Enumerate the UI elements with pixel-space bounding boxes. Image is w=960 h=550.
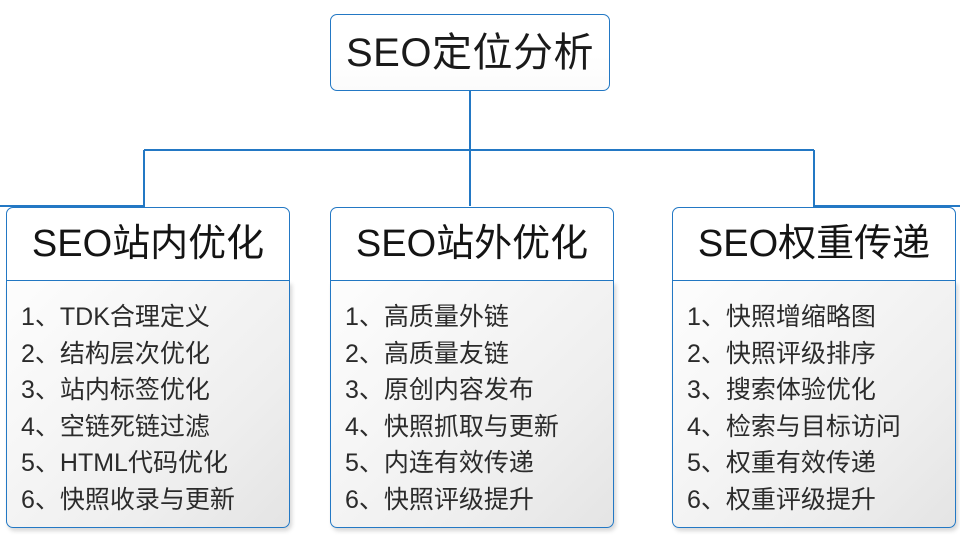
list-item: 5、权重有效传递 <box>687 449 876 477</box>
branch-column-1: SEO站内优化 1、TDK合理定义 2、结构层次优化 3、站内标签优化 4、空链… <box>6 207 290 528</box>
root-node[interactable]: SEO定位分析 <box>330 14 610 91</box>
list-item: 4、空链死链过滤 <box>21 412 210 441</box>
branch-body-2: 1、高质量外链 2、高质量友链 3、原创内容发布 4、快照抓取与更新 5、内连有… <box>330 281 614 528</box>
branch-item-list-3: 1、快照增缩略图 2、快照评级排序 3、搜索体验优化 4、检索与目标访问 5、权… <box>673 299 955 518</box>
list-item: 2、高质量友链 <box>345 339 509 368</box>
branch-column-3: SEO权重传递 1、快照增缩略图 2、快照评级排序 3、搜索体验优化 4、检索与… <box>672 207 956 528</box>
branch-header-label-3: SEO权重传递 <box>697 223 931 265</box>
branch-item-list-1: 1、TDK合理定义 2、结构层次优化 3、站内标签优化 4、空链死链过滤 5、H… <box>7 299 289 518</box>
list-item: 2、快照评级排序 <box>687 339 876 368</box>
branch-header-label-2: SEO站外优化 <box>355 223 589 265</box>
list-item: 2、结构层次优化 <box>21 339 210 368</box>
list-item: 4、快照抓取与更新 <box>345 412 559 441</box>
branch-header-2[interactable]: SEO站外优化 <box>330 207 614 281</box>
list-item: 3、原创内容发布 <box>345 376 534 404</box>
list-item: 4、检索与目标访问 <box>687 412 901 441</box>
list-item: 5、内连有效传递 <box>345 449 534 477</box>
list-item: 6、快照评级提升 <box>345 485 534 514</box>
list-item: 1、TDK合理定义 <box>21 303 210 331</box>
root-node-label: SEO定位分析 <box>346 30 594 75</box>
list-item: 1、快照增缩略图 <box>687 303 876 331</box>
list-item: 6、快照收录与更新 <box>21 485 235 514</box>
branch-header-label-1: SEO站内优化 <box>31 223 265 265</box>
branch-column-2: SEO站外优化 1、高质量外链 2、高质量友链 3、原创内容发布 4、快照抓取与… <box>330 207 614 528</box>
branch-body-1: 1、TDK合理定义 2、结构层次优化 3、站内标签优化 4、空链死链过滤 5、H… <box>6 281 290 528</box>
branch-item-list-2: 1、高质量外链 2、高质量友链 3、原创内容发布 4、快照抓取与更新 5、内连有… <box>331 299 613 518</box>
branch-header-1[interactable]: SEO站内优化 <box>6 207 290 281</box>
list-item: 3、搜索体验优化 <box>687 376 876 404</box>
list-item: 6、权重评级提升 <box>687 485 876 514</box>
branch-body-3: 1、快照增缩略图 2、快照评级排序 3、搜索体验优化 4、检索与目标访问 5、权… <box>672 281 956 528</box>
list-item: 1、高质量外链 <box>345 303 509 331</box>
list-item: 3、站内标签优化 <box>21 376 210 404</box>
list-item: 5、HTML代码优化 <box>21 449 228 477</box>
branch-header-3[interactable]: SEO权重传递 <box>672 207 956 281</box>
